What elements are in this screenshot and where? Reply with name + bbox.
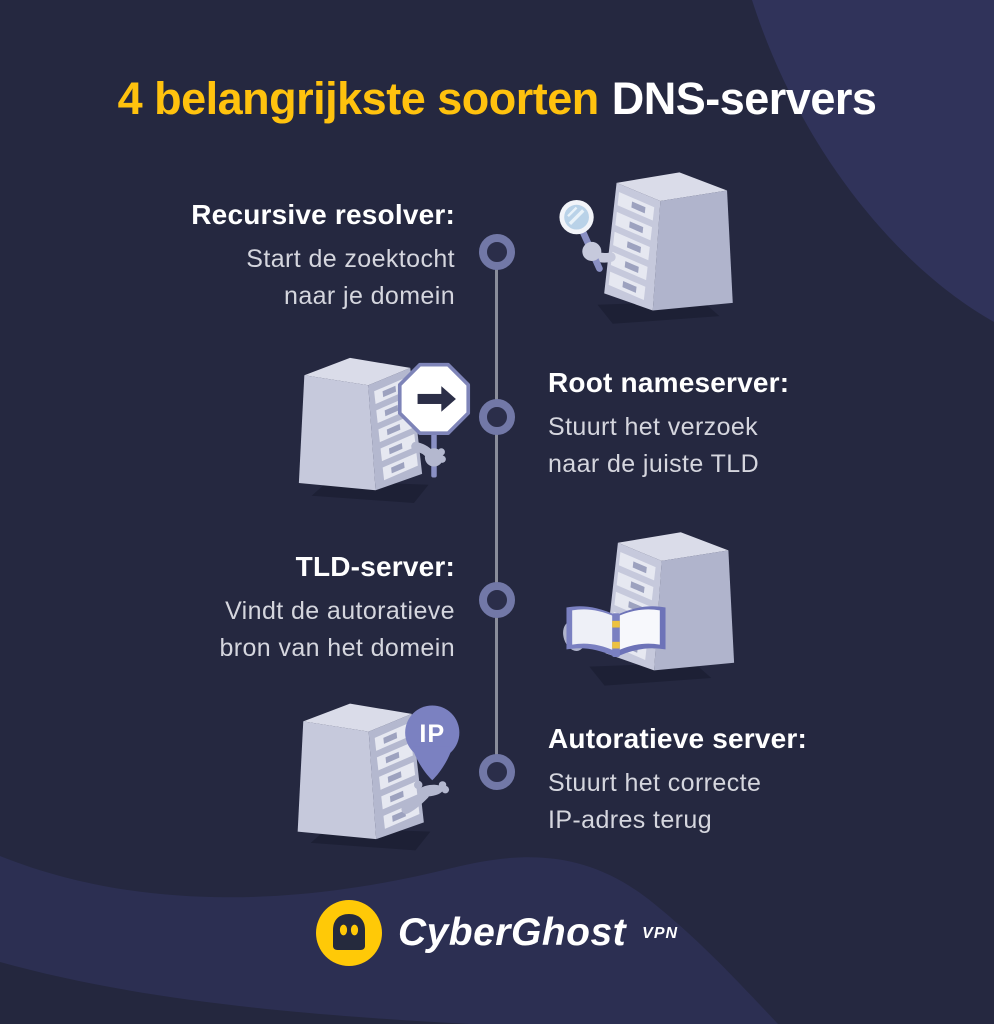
server-direction-sign-icon <box>266 346 476 515</box>
section-line: naar de juiste TLD <box>548 449 760 478</box>
section-line: Stuurt het verzoek <box>548 412 759 441</box>
section-autoratieve-server: Autoratieve server: Stuurt het correcte … <box>548 722 888 839</box>
brand-name: CyberGhost <box>397 911 627 954</box>
section-line: IP-adres terug <box>548 805 713 834</box>
server-ip-pin-icon: IP <box>264 684 479 862</box>
server-magnifying-glass-icon <box>548 160 748 331</box>
timeline-node-4 <box>479 754 515 790</box>
section-title: Autoratieve server: <box>548 723 808 754</box>
section-title: TLD-server: <box>295 551 455 582</box>
timeline-node-2 <box>479 399 515 435</box>
section-tld-server: TLD-server: Vindt de autoratieve bron va… <box>115 550 455 667</box>
section-line: bron van het domein <box>219 633 455 662</box>
section-title: Root nameserver: <box>548 367 790 398</box>
section-line: Vindt de autoratieve <box>225 596 455 625</box>
page-title-highlight: 4 belangrijkste soorten <box>117 73 600 124</box>
section-recursive-resolver: Recursive resolver: Start de zoektocht n… <box>115 198 455 315</box>
pin-label: IP <box>419 720 445 748</box>
section-line: naar je domein <box>284 281 455 310</box>
page-title: 4 belangrijkste soorten DNS-servers <box>0 74 994 124</box>
page-title-rest: DNS-servers <box>611 73 877 124</box>
section-line: Start de zoektocht <box>246 244 455 273</box>
corner-curve-shape <box>752 0 994 322</box>
timeline-node-3 <box>479 582 515 618</box>
section-title: Recursive resolver: <box>191 199 455 230</box>
timeline-node-1 <box>479 234 515 270</box>
brand-logo: CyberGhost VPN <box>0 900 994 966</box>
section-line: Stuurt het correcte <box>548 768 762 797</box>
timeline-line <box>495 252 498 772</box>
cyberghost-ghost-icon <box>315 900 382 966</box>
server-open-book-icon <box>536 518 736 694</box>
brand-suffix: VPN <box>642 925 679 942</box>
shadow <box>589 662 712 686</box>
bottom-wave-shape <box>0 856 778 1024</box>
bottom-dark-wave-shape <box>0 962 470 1024</box>
section-root-nameserver: Root nameserver: Stuurt het verzoek naar… <box>548 366 888 483</box>
